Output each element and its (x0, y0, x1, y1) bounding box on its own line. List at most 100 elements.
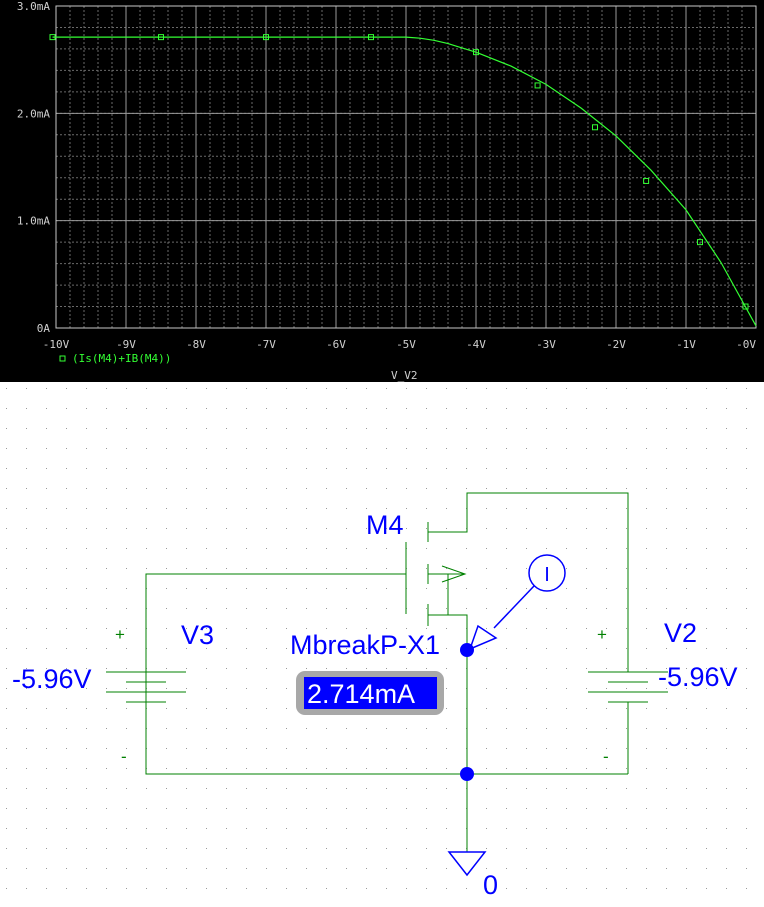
trace-legend[interactable]: (Is(M4)+IB(M4)) (59, 352, 171, 365)
grid-dot (186, 588, 187, 589)
grid-dot (626, 628, 627, 629)
grid-dot (706, 428, 707, 429)
ground-node-label[interactable]: 0 (483, 870, 498, 900)
grid-dot (226, 768, 227, 769)
grid-dot (526, 588, 527, 589)
grid-dot (166, 808, 167, 809)
grid-dot (606, 608, 607, 609)
grid-dot (186, 768, 187, 769)
grid-dot (66, 508, 67, 509)
grid-dot (646, 748, 647, 749)
grid-dot (66, 808, 67, 809)
grid-dot (746, 628, 747, 629)
grid-dot (606, 588, 607, 589)
grid-dot (126, 728, 127, 729)
grid-dot (66, 688, 67, 689)
transistor-model-label[interactable]: MbreakP-X1 (290, 630, 440, 660)
v3-battery-symbol[interactable] (106, 671, 186, 714)
grid-dot (726, 488, 727, 489)
y-tick-label: 1.0mA (17, 215, 50, 228)
grid-dot (386, 448, 387, 449)
grid-dot (246, 468, 247, 469)
grid-dot (646, 788, 647, 789)
grid-dot (646, 608, 647, 609)
grid-dot (246, 508, 247, 509)
v2-name-label[interactable]: V2 (664, 618, 697, 648)
grid-dot (446, 388, 447, 389)
grid-dot (726, 608, 727, 609)
v2-battery-symbol[interactable] (588, 671, 668, 712)
transistor-name-label[interactable]: M4 (366, 510, 404, 540)
grid-dot (706, 528, 707, 529)
grid-dot (6, 768, 7, 769)
legend-series-name[interactable]: (Is(M4)+IB(M4)) (72, 352, 171, 365)
grid-dot (726, 588, 727, 589)
node-junction-source[interactable] (460, 643, 474, 657)
grid-dot (386, 548, 387, 549)
grid-dot (46, 868, 47, 869)
grid-dot (486, 728, 487, 729)
grid-dot (206, 508, 207, 509)
grid-dot (26, 788, 27, 789)
v3-voltage-label[interactable]: -5.96V (12, 664, 92, 694)
grid-dot (466, 448, 467, 449)
grid-dot (286, 528, 287, 529)
grid-dot (46, 568, 47, 569)
current-readout-value[interactable]: 2.714mA (307, 679, 415, 709)
probe-stem (493, 585, 535, 629)
grid-dot (106, 528, 107, 529)
grid-dot (426, 388, 427, 389)
grid-dot (86, 708, 87, 709)
grid-dot (166, 588, 167, 589)
grid-dot (6, 528, 7, 529)
probe-circle-icon[interactable] (528, 554, 566, 592)
grid-dot (386, 488, 387, 489)
grid-dot (106, 488, 107, 489)
grid-dot (166, 608, 167, 609)
grid-dot (446, 588, 447, 589)
grid-dot (86, 388, 87, 389)
trace-group[interactable] (49, 34, 757, 327)
grid-dot (726, 628, 727, 629)
grid-dot (6, 828, 7, 829)
grid-dot (386, 588, 387, 589)
grid-dot (506, 888, 507, 889)
schematic-canvas[interactable]: I M4 MbreakP-X1 2.714mA V3 -5.96V + - V2… (0, 382, 764, 907)
x-tick-label: -7V (256, 338, 276, 351)
wire-drain-top[interactable] (428, 492, 629, 672)
grid-dot (586, 588, 587, 589)
grid-dot (646, 428, 647, 429)
grid-dot (586, 608, 587, 609)
grid-dot (526, 788, 527, 789)
grid-dot (486, 508, 487, 509)
v3-name-label[interactable]: V3 (181, 620, 214, 650)
grid-dot (626, 768, 627, 769)
current-probe-marker[interactable]: I (468, 554, 566, 651)
grid-dot (46, 848, 47, 849)
grid-dot (186, 748, 187, 749)
mosfet-m4-symbol[interactable] (405, 522, 467, 626)
grid-dot (546, 388, 547, 389)
grid-dot (246, 588, 247, 589)
grid-dot (206, 868, 207, 869)
v2-voltage-label[interactable]: -5.96V (658, 662, 738, 692)
grid-dot (746, 548, 747, 549)
grid-dot (226, 888, 227, 889)
schematic-drawing[interactable]: I M4 MbreakP-X1 2.714mA V3 -5.96V + - V2… (0, 382, 764, 907)
grid-dot (626, 688, 627, 689)
grid-dot (266, 868, 267, 869)
grid-dot (126, 548, 127, 549)
trace-marker (158, 34, 164, 41)
trace-line[interactable] (52, 36, 757, 327)
grid-dot (686, 848, 687, 849)
ground-symbol-icon[interactable] (447, 851, 487, 877)
grid-dot (306, 488, 307, 489)
grid-dot (226, 388, 227, 389)
grid-dot (646, 488, 647, 489)
grid-dot (106, 828, 107, 829)
node-junction-ground[interactable] (460, 767, 474, 781)
grid-dot (426, 408, 427, 409)
grid-dot (166, 768, 167, 769)
grid-dot (506, 488, 507, 489)
wire-left-bottom[interactable] (145, 714, 628, 775)
